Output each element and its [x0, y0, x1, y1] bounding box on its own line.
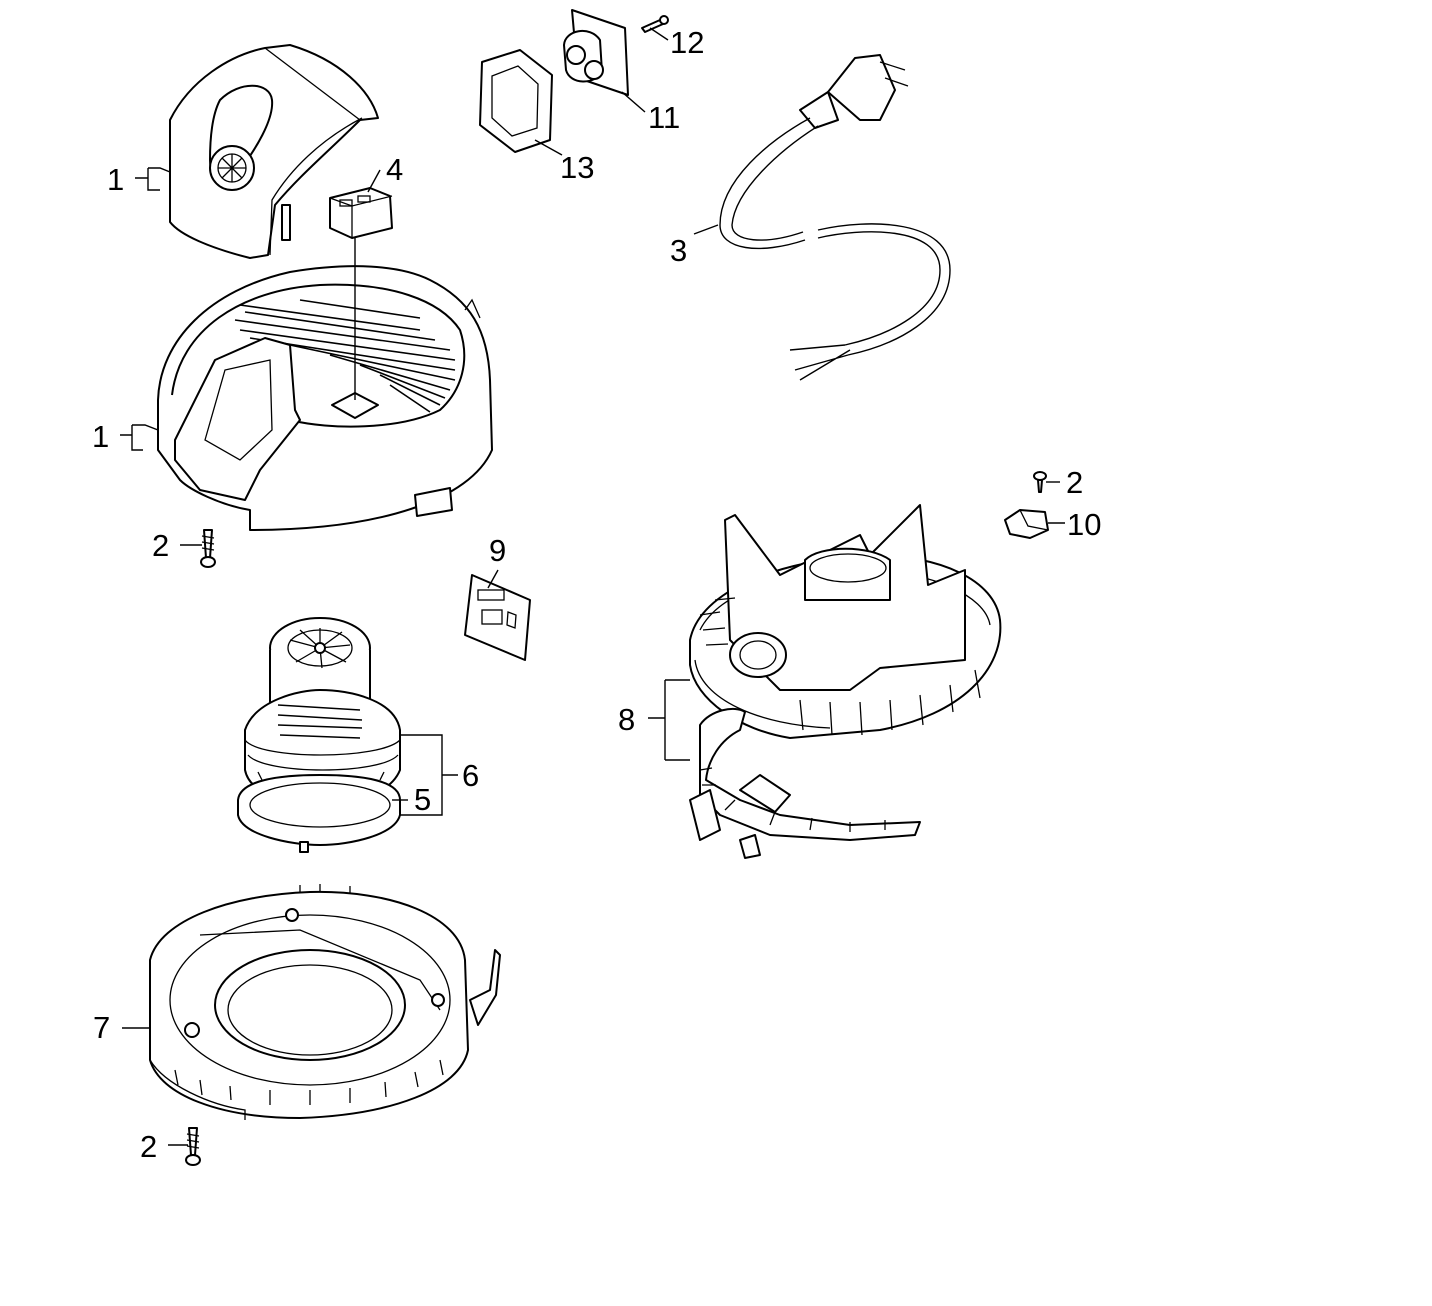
- socket-screw-part: [641, 15, 669, 33]
- callout-circuit-board: 9: [489, 533, 506, 568]
- motor-seal-part: [237, 774, 401, 853]
- callout-upper-cover: 1: [107, 162, 124, 197]
- upper-cover-part: [169, 44, 379, 259]
- circuit-board-part: [464, 574, 531, 661]
- callout-switch: 4: [386, 152, 403, 187]
- callout-socket: 11: [648, 100, 680, 135]
- callout-socket-screw: 12: [670, 25, 704, 60]
- power-cord-part: [719, 54, 951, 381]
- screw-left-part: [200, 529, 216, 568]
- lower-housing-part: [157, 265, 493, 531]
- callout-motor: 6: [462, 758, 479, 793]
- switch-part: [329, 187, 393, 400]
- callout-socket-frame: 13: [560, 150, 594, 185]
- callout-power-cord: 3: [670, 233, 687, 268]
- motor-base-part: [149, 884, 501, 1120]
- callout-motor-seal: 5: [414, 782, 431, 817]
- callout-screw-top-right: 2: [1066, 465, 1083, 500]
- callout-screw-bottom: 2: [140, 1129, 157, 1164]
- callout-clamp: 10: [1067, 507, 1101, 542]
- screw-top-right-part: [1033, 471, 1047, 493]
- callout-air-guide: 8: [618, 702, 635, 737]
- clamp-part: [1004, 509, 1049, 539]
- callout-motor-base: 7: [93, 1010, 110, 1045]
- leader-lines: [120, 27, 1065, 1146]
- screw-bottom-part: [185, 1127, 201, 1166]
- air-guide-part: [689, 504, 1002, 859]
- callout-screw-left: 2: [152, 528, 169, 563]
- callout-lower-housing: 1: [92, 419, 109, 454]
- callout-labels: 1 1 2 2 2 3 4 5 6 7 8 9 10 11 12 13: [92, 25, 1101, 1164]
- socket-part: [563, 9, 629, 96]
- socket-frame-part: [479, 49, 553, 153]
